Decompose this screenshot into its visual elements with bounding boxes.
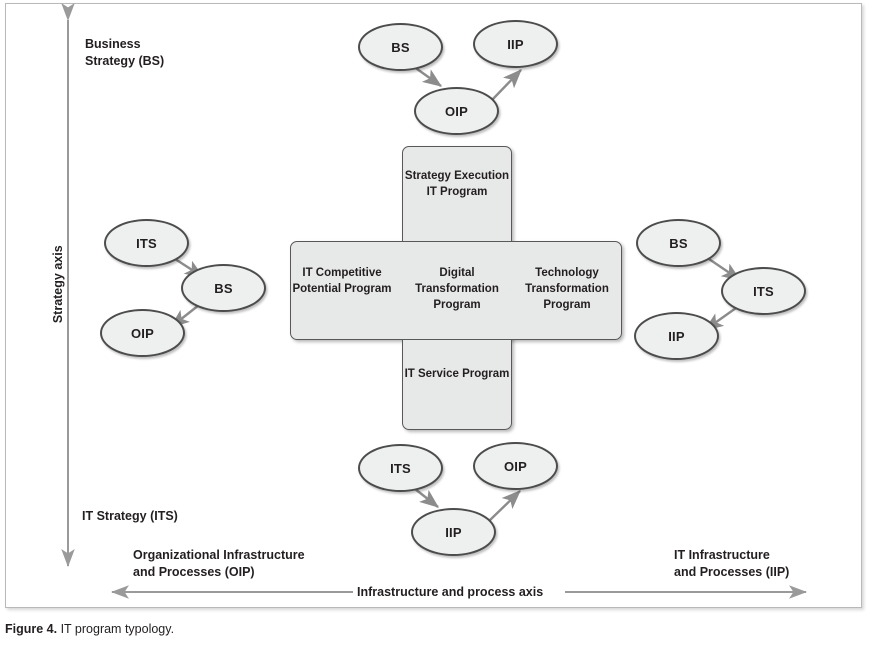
caption-text: IT program typology.	[57, 622, 175, 636]
cell-it-competitive-potential-program[interactable]: IT Competitive Potential Program	[292, 267, 392, 296]
cell-it-service-program[interactable]: IT Service Program	[404, 368, 510, 380]
axis-title-infrastructure-and-process: Infrastructure and process axis	[357, 585, 544, 599]
node-top-bs[interactable]: BS	[358, 23, 443, 71]
figure-caption: Figure 4. IT program typology.	[5, 622, 174, 636]
caption-lead: Figure 4.	[5, 622, 58, 636]
node-bottom-oip[interactable]: OIP	[473, 442, 558, 490]
cell-technology-transformation-program[interactable]: Technology Transformation Program	[525, 267, 609, 312]
axis-title-strategy: Strategy axis	[50, 245, 65, 324]
node-top-oip[interactable]: OIP	[414, 87, 499, 135]
cell-strategy-execution-it-program[interactable]: Strategy Execution IT Program	[404, 170, 510, 199]
node-right-iip[interactable]: IIP	[634, 312, 719, 360]
node-left-its[interactable]: ITS	[104, 219, 189, 267]
node-left-oip[interactable]: OIP	[100, 309, 185, 357]
axis-label-it-infrastructure: IT Infrastructure and Processes (IIP)	[674, 548, 790, 579]
node-bottom-its[interactable]: ITS	[358, 444, 443, 492]
cell-digital-transformation-program[interactable]: Digital Transformation Program	[415, 267, 499, 312]
node-right-bs[interactable]: BS	[636, 219, 721, 267]
node-bottom-iip[interactable]: IIP	[411, 508, 496, 556]
cross-horizontal-bar	[290, 241, 622, 340]
node-left-bs[interactable]: BS	[181, 264, 266, 312]
axis-label-business-strategy: Business Strategy (BS)	[85, 37, 165, 68]
node-top-iip[interactable]: IIP	[473, 20, 558, 68]
axis-label-organizational-infrastructure: Organizational Infrastructure and Proces…	[133, 548, 305, 579]
axis-label-it-strategy: IT Strategy (ITS)	[82, 509, 178, 523]
node-right-its[interactable]: ITS	[721, 267, 806, 315]
